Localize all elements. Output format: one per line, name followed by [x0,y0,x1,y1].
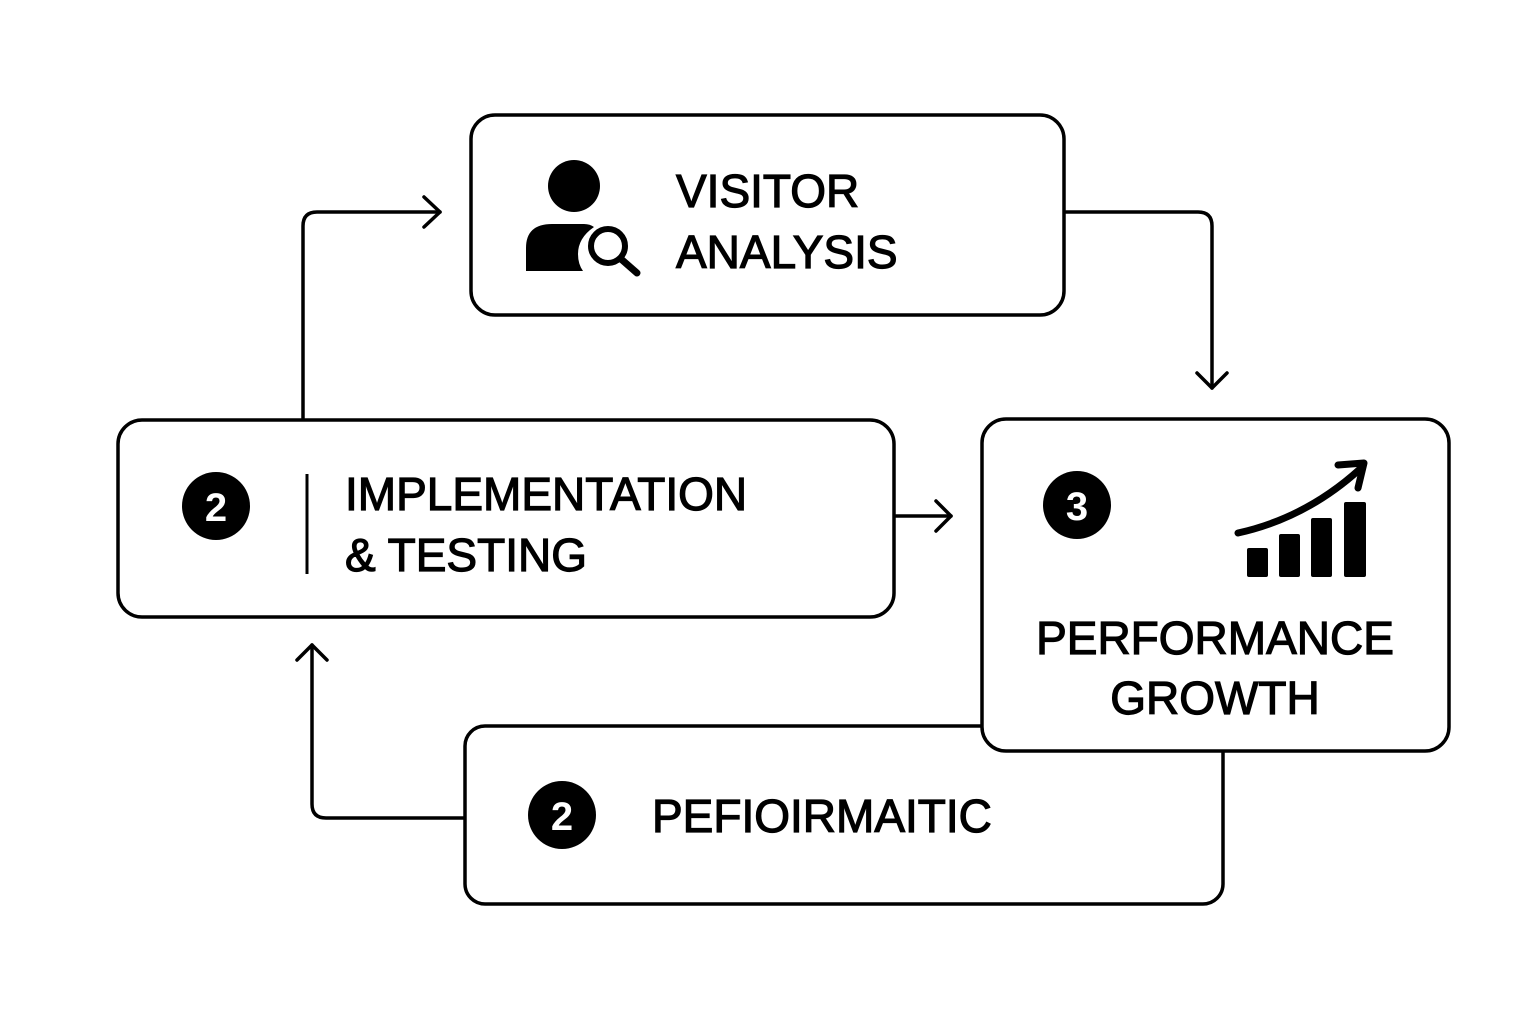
performance-badge-number: 3 [1066,485,1088,529]
connector-implementation-to-visitor [301,210,442,420]
visitor-analysis-box [469,113,1066,317]
implementation-step-badge [182,472,250,540]
performance-growth-label-line2: GROWTH [1110,672,1320,724]
implementation-label-line1: IMPLEMENTATION [345,468,747,520]
implementation-badge-number: 2 [205,486,227,530]
arrowhead-visitor [422,195,442,229]
performatic-step-badge [528,781,596,849]
performatic-box [463,724,1225,906]
node-performatic: 2 PEFIOIRMAITIC [463,724,1225,906]
performance-growth-label-line1: PERFORMANCE [1036,612,1394,664]
node-visitor-analysis: VISITOR ANALYSIS [469,113,1066,317]
performatic-label: PEFIOIRMAITIC [652,790,992,842]
user-search-icon [526,160,641,277]
connector-performatic-to-implementation [310,643,466,820]
implementation-testing-box [116,418,896,619]
visitor-analysis-label-line1: VISITOR [676,165,859,217]
performatic-badge-number: 2 [551,795,573,839]
connectors [295,195,1229,820]
visitor-analysis-label-line2: ANALYSIS [676,226,898,278]
node-performance-growth: 3 PERFORMANCE GROWTH [980,417,1451,753]
arrowhead-performance-growth-side [934,499,953,533]
arrowhead-implementation [295,643,329,662]
arrowhead-performance-growth [1195,371,1229,390]
connector-visitor-to-performance-growth [1064,210,1214,390]
implementation-label-line2: & TESTING [345,529,587,581]
growth-chart-icon [1234,459,1368,577]
performance-step-badge [1043,471,1111,539]
node-implementation-testing: 2 IMPLEMENTATION & TESTING [116,418,896,619]
